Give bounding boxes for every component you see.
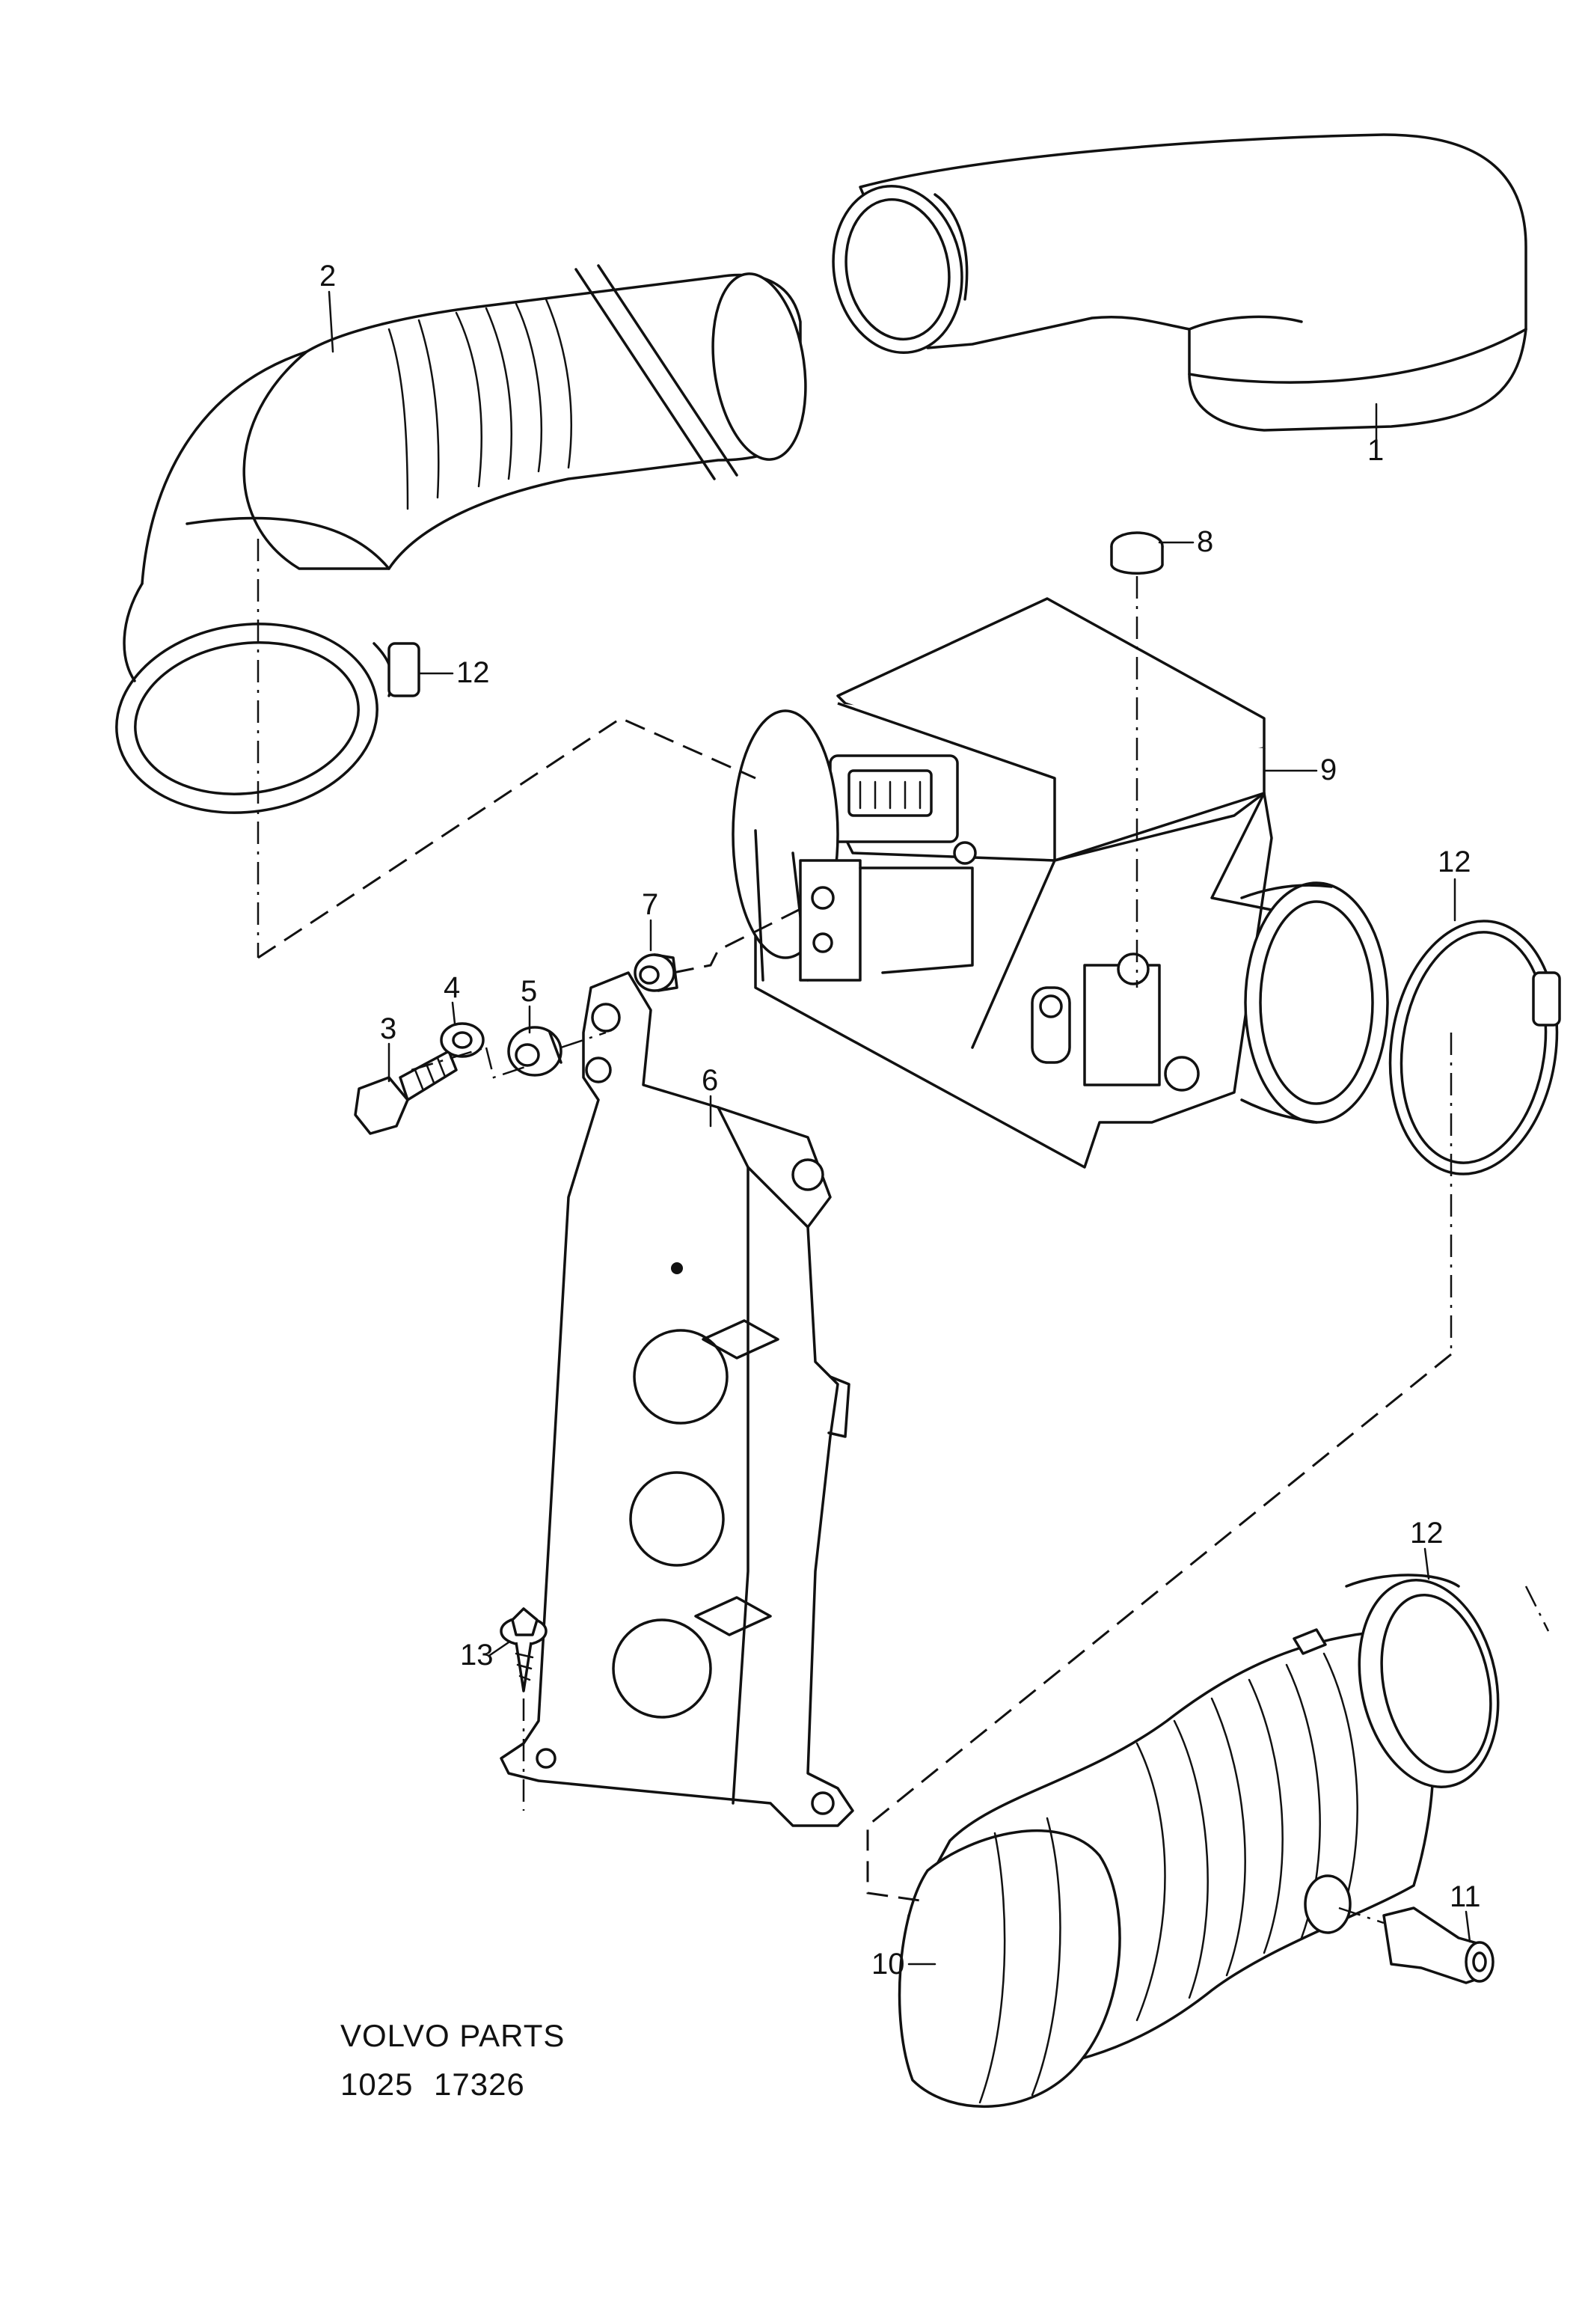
callout-6: 6 xyxy=(702,1064,718,1097)
callout-7: 7 xyxy=(642,888,658,921)
part-10-bellows-hose xyxy=(898,1579,1500,2109)
part-6-bracket xyxy=(500,971,854,1827)
callout-9: 9 xyxy=(1320,753,1337,786)
callout-3: 3 xyxy=(380,1012,396,1045)
part-9-air-mass-meter xyxy=(732,597,1389,1169)
callout-12-meter: 12 xyxy=(1438,845,1471,878)
callout-4: 4 xyxy=(444,971,460,1004)
callout-8: 8 xyxy=(1197,525,1213,558)
caption-code-right: 17326 xyxy=(434,2067,525,2102)
callout-12-lower: 12 xyxy=(1410,1517,1444,1550)
part-3-bolt xyxy=(354,1050,458,1135)
callout-12-upper: 12 xyxy=(456,656,490,689)
part-5-grommet xyxy=(507,1026,562,1077)
assembly-lines xyxy=(257,539,1550,1924)
caption-brand: VOLVO PARTS xyxy=(340,2018,565,2053)
part-11-nipple xyxy=(1382,1906,1495,1984)
part-2-bellows-hose xyxy=(115,264,807,814)
part-12-hose-clamp-lower xyxy=(1345,1574,1460,1588)
part-7-spacer xyxy=(634,953,678,992)
part-8-cap xyxy=(1110,531,1164,575)
part-13-screw xyxy=(500,1607,548,1692)
caption-code-left: 1025 xyxy=(340,2067,413,2102)
callout-1: 1 xyxy=(1367,434,1384,467)
drawing-caption: VOLVO PARTS 1025 17326 xyxy=(340,2018,565,2102)
callout-2: 2 xyxy=(319,260,336,293)
part-1-intake-duct xyxy=(832,133,1527,432)
callout-5: 5 xyxy=(521,975,537,1008)
callout-labels: 1 2 12 8 9 12 7 5 4 3 6 13 12 10 11 xyxy=(319,260,1481,1981)
part-12-hose-clamp-meter xyxy=(1388,920,1561,1175)
callout-10: 10 xyxy=(871,1948,905,1981)
callout-13: 13 xyxy=(460,1639,494,1672)
leader-lines xyxy=(328,290,1471,1966)
part-4-washer xyxy=(440,1022,485,1058)
callout-11: 11 xyxy=(1450,1880,1481,1913)
